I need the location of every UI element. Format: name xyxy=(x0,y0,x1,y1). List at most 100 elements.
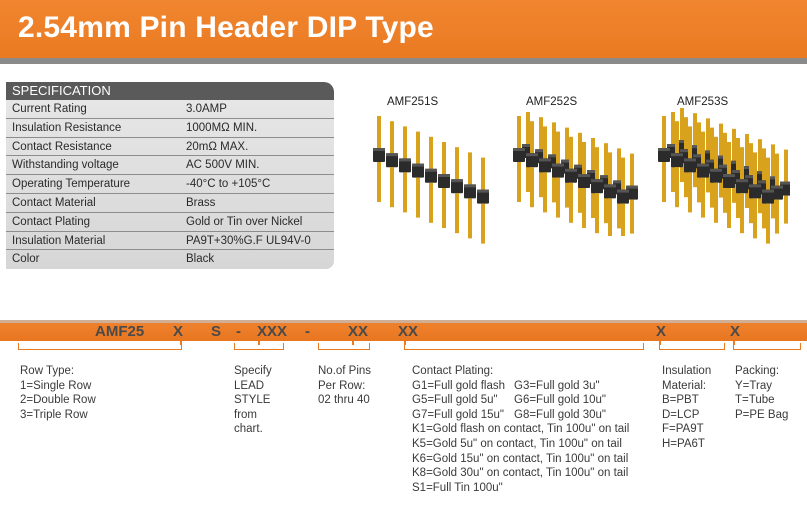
description-line: from xyxy=(234,408,257,421)
code-prefix: AMF25 xyxy=(95,323,145,340)
product-label-amf251s: AMF251S xyxy=(387,96,439,108)
pin-tail xyxy=(775,199,779,234)
part-number-bar: AMF25 X S - XXX - XX XX X X xyxy=(0,320,807,341)
pin xyxy=(565,127,569,160)
pin xyxy=(539,117,543,150)
pin-tail xyxy=(723,178,727,213)
housing-top xyxy=(780,181,790,185)
specification-heading: SPECIFICATION xyxy=(6,82,334,100)
housing-block xyxy=(617,189,629,204)
pin-tail xyxy=(543,172,547,213)
housing-top xyxy=(565,168,577,172)
housing-top xyxy=(676,140,688,143)
housing-top xyxy=(658,148,670,151)
pin-tail xyxy=(740,193,744,234)
bracket-pins xyxy=(318,343,370,350)
housing-top xyxy=(626,185,638,189)
pin-tail xyxy=(630,199,634,234)
code-plating: XX xyxy=(398,323,419,340)
pin xyxy=(604,143,608,176)
pin-tail xyxy=(719,169,723,198)
housing-block xyxy=(386,153,398,168)
housing-block xyxy=(762,189,774,204)
spec-value: 20mΩ MAX. xyxy=(186,140,249,153)
housing-block xyxy=(671,153,683,168)
pin-tail xyxy=(403,172,407,213)
pin-tail xyxy=(701,177,705,218)
housing-block xyxy=(438,174,450,188)
spec-value: Brass xyxy=(186,196,216,209)
housing-top xyxy=(767,176,779,180)
pin-tail xyxy=(526,158,530,192)
pin-tail xyxy=(753,198,757,239)
housing-top xyxy=(684,158,696,162)
pin xyxy=(429,136,433,169)
housing-top xyxy=(719,164,731,168)
pin xyxy=(617,148,621,181)
housing-top xyxy=(574,164,586,168)
pin-tail xyxy=(617,194,621,229)
housing-block xyxy=(464,184,476,199)
plating-details: K1=Gold flash on contact, Tin 100u" on t… xyxy=(412,422,629,495)
pins-description: No.of Pins Per Row: 02 thru 40 xyxy=(318,364,371,408)
spec-label: Color xyxy=(12,253,40,266)
description-line: 02 thru 40 xyxy=(318,394,370,407)
housing-top xyxy=(697,163,709,167)
pin xyxy=(680,108,684,140)
plating-column-2: G3=Full gold 3u" G6=Full gold 10u" G8=Fu… xyxy=(514,379,606,423)
housing-block xyxy=(749,184,761,199)
pin-tail xyxy=(481,203,485,244)
housing-top xyxy=(758,180,770,184)
pin xyxy=(671,112,675,144)
pin xyxy=(377,116,381,148)
housing-top xyxy=(736,179,748,183)
description-line: 3=Triple Row xyxy=(20,408,88,421)
housing-block xyxy=(399,158,411,173)
lead-style-description: Specify LEAD STYLE from chart. xyxy=(234,364,272,437)
description-line: P=PE Bag xyxy=(735,408,789,421)
pin xyxy=(481,157,485,190)
insulation-description: Insulation Material: B=PBT D=LCP F=PA9T … xyxy=(662,364,711,452)
housing-top xyxy=(412,163,424,167)
housing-top xyxy=(464,184,476,188)
description-line: G6=Full gold 10u" xyxy=(514,394,606,407)
housing-block xyxy=(710,168,722,183)
housing-top xyxy=(522,144,534,147)
pin xyxy=(740,147,744,180)
pin xyxy=(530,121,534,154)
pin-tail xyxy=(539,163,543,198)
pin xyxy=(526,112,530,144)
description-line: D=LCP xyxy=(662,408,700,421)
pin-tail xyxy=(390,167,394,208)
housing-top xyxy=(477,189,489,193)
header-bar: 2.54mm Pin Header DIP Type xyxy=(0,0,807,58)
housing-top xyxy=(438,174,450,177)
spec-label: Current Rating xyxy=(12,103,87,115)
housing-top xyxy=(741,166,753,169)
code-row-type: X xyxy=(173,323,184,340)
bracket-stem xyxy=(180,340,182,345)
housing-block xyxy=(451,179,463,194)
housing-block xyxy=(552,163,564,178)
pin xyxy=(762,148,766,181)
pin xyxy=(710,127,714,160)
housing-top xyxy=(587,170,599,173)
housing-top xyxy=(680,149,692,153)
pin xyxy=(745,134,749,166)
bracket-plating xyxy=(404,343,644,350)
pin xyxy=(621,157,625,190)
plating-title: Contact Plating: xyxy=(412,365,494,377)
housing-block xyxy=(697,163,709,178)
pin xyxy=(693,113,697,146)
pin xyxy=(630,153,634,186)
description-line: Per Row: xyxy=(318,379,366,392)
pin-tail xyxy=(429,182,433,223)
pin xyxy=(688,126,692,159)
pin-tail xyxy=(455,193,459,234)
housing-top xyxy=(513,148,525,151)
